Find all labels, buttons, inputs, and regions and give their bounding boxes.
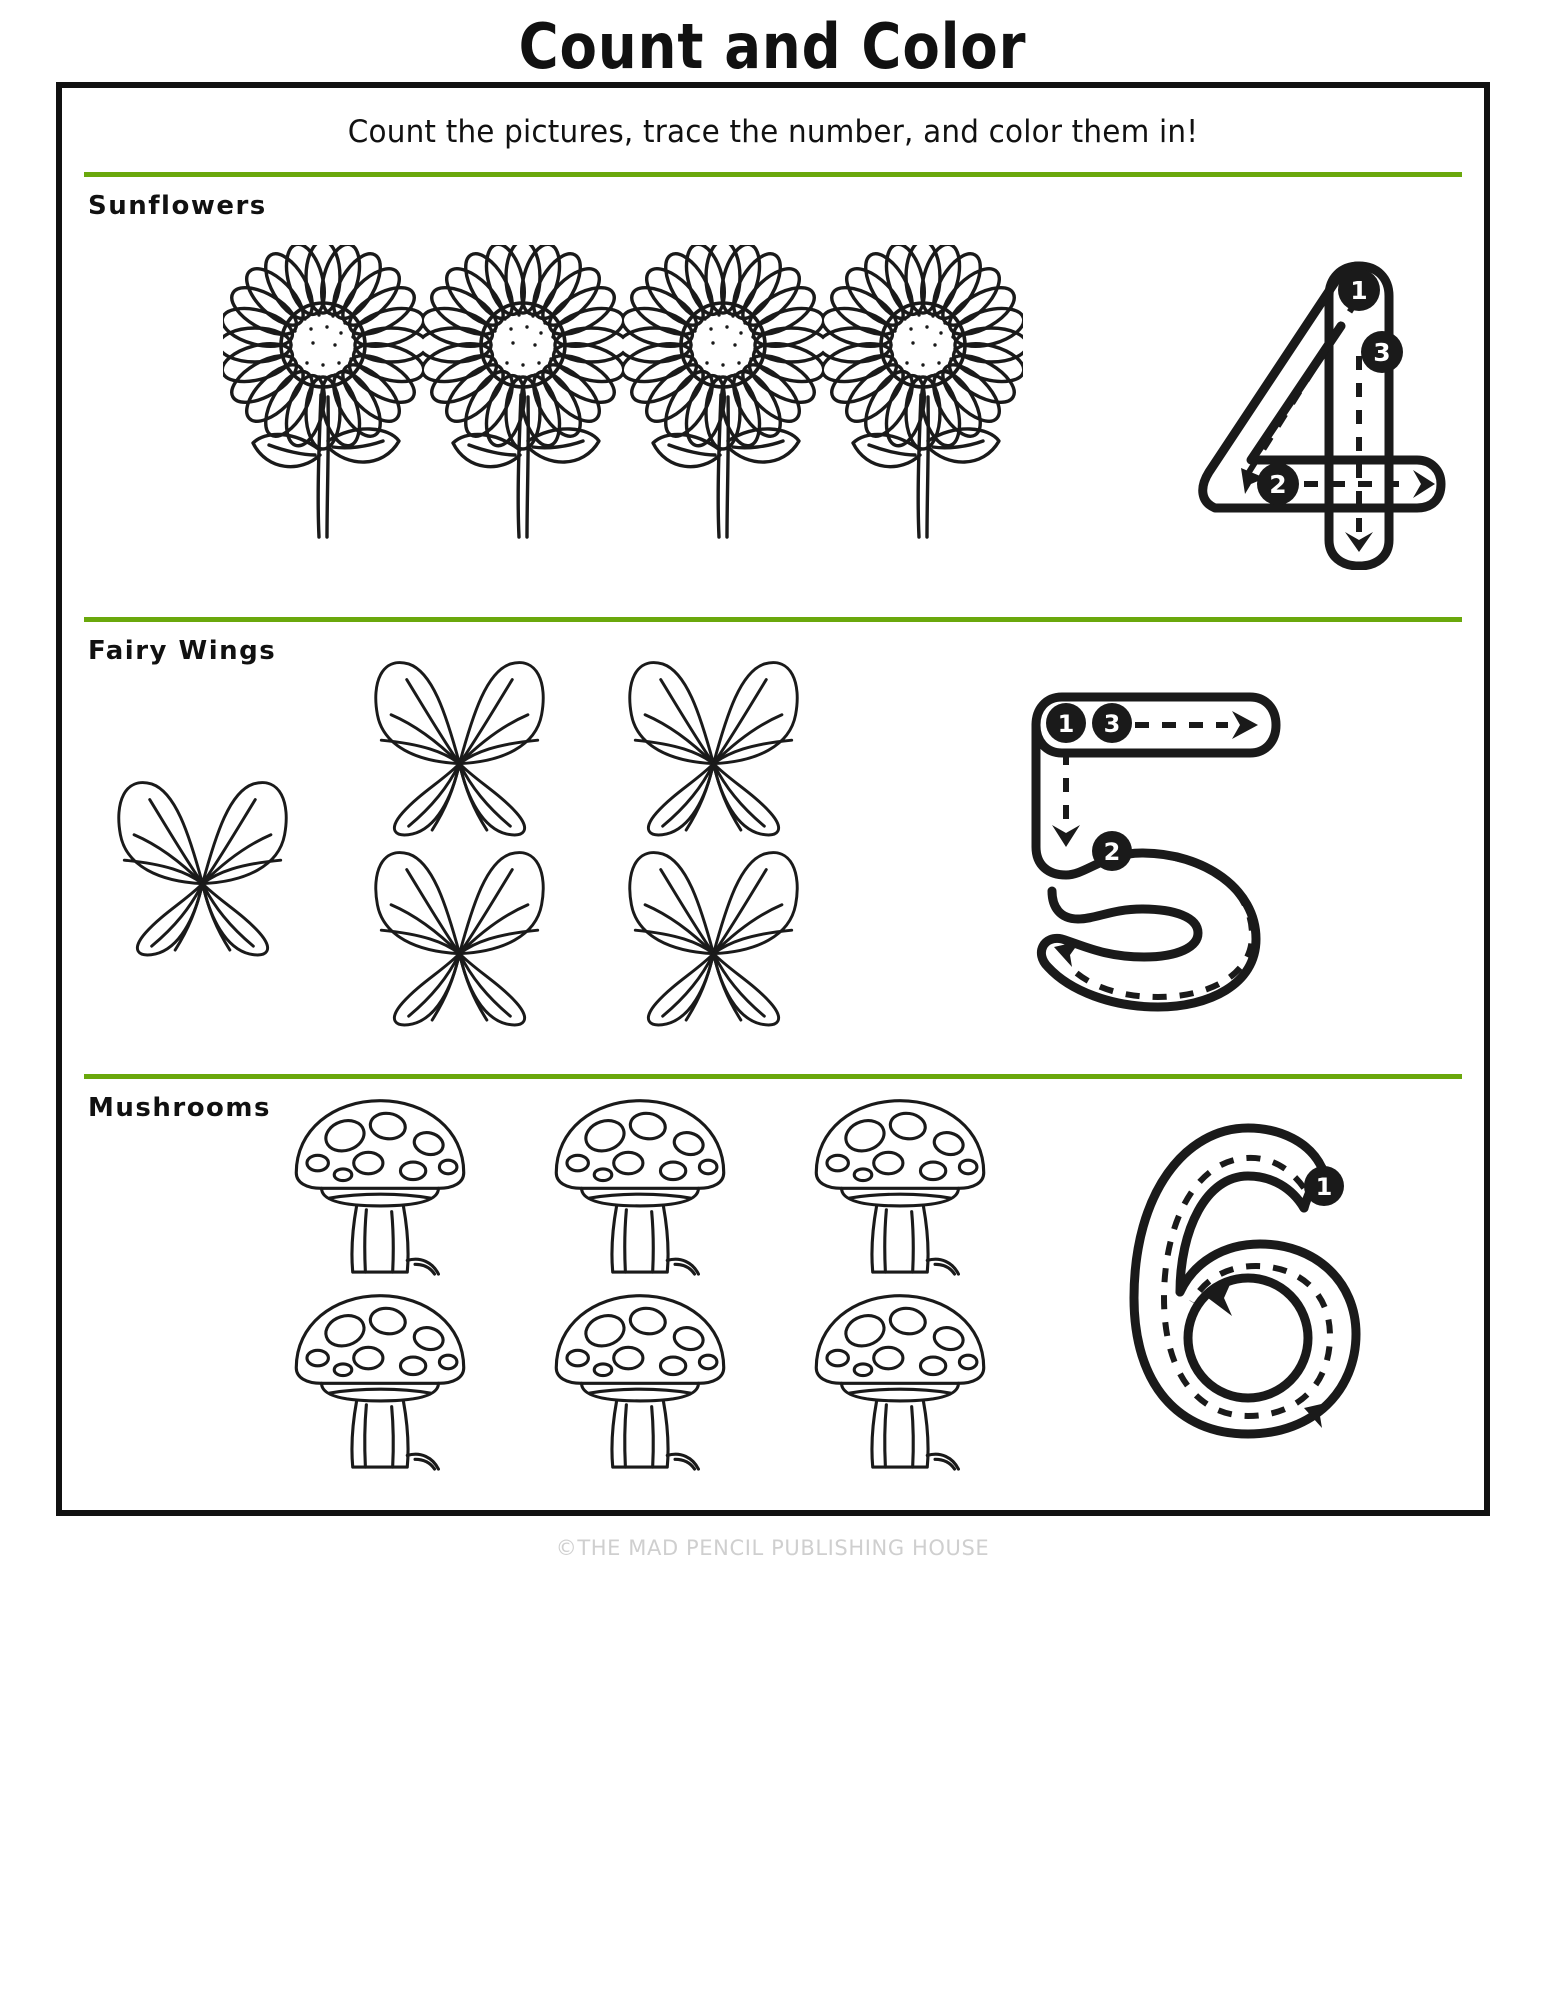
section-row-fairy-wings: 1 3 2 5	[62, 632, 1484, 1052]
section-row-mushrooms: 1 6	[62, 1081, 1484, 1481]
stroke-marker-3: 3	[1092, 703, 1132, 743]
butterfly-wings-icon	[374, 851, 546, 1027]
section-mushrooms: Mushrooms	[62, 1079, 1484, 1481]
butterfly-wings-icon	[374, 661, 546, 837]
sunflower-icon	[423, 245, 623, 539]
svg-text:2: 2	[1104, 838, 1121, 866]
butterfly-wings-icon	[628, 851, 799, 1027]
butterfly-wings-icon	[628, 661, 799, 837]
section-divider-3	[84, 1074, 1462, 1079]
mushroom-item-group	[250, 1091, 1030, 1471]
mushroom-icon	[294, 1099, 466, 1276]
section-label-mushrooms: Mushrooms	[88, 1093, 271, 1123]
mushroom-icon	[554, 1099, 726, 1276]
butterfly-item-group	[80, 652, 840, 1032]
svg-text:3: 3	[1104, 710, 1121, 738]
svg-text:1: 1	[1316, 1173, 1333, 1201]
section-divider-1	[84, 172, 1462, 177]
butterfly-wings-icon	[117, 781, 288, 957]
section-label-sunflowers: Sunflowers	[88, 191, 267, 221]
worksheet-instructions: Count the pictures, trace the number, an…	[347, 114, 1199, 150]
mushroom-icon	[814, 1294, 986, 1471]
stroke-marker-2: 2	[1257, 463, 1299, 505]
trace-number-4[interactable]: 1 2 3 4	[1166, 240, 1466, 570]
mushroom-icon	[554, 1294, 726, 1471]
svg-text:1: 1	[1058, 710, 1075, 738]
sunflower-icon	[823, 245, 1023, 539]
section-label-fairy-wings: Fairy Wings	[88, 636, 277, 666]
trace-number-5[interactable]: 1 3 2 5	[840, 667, 1466, 1017]
mushroom-icon	[294, 1294, 466, 1471]
page-title: Count and Color	[518, 10, 1027, 83]
stroke-marker-1: 1	[1046, 703, 1086, 743]
mushroom-icon	[814, 1099, 986, 1276]
stroke-marker-1: 1	[1338, 269, 1380, 311]
section-sunflowers: Sunflowers	[62, 177, 1484, 595]
worksheet-frame: Count the pictures, trace the number, an…	[56, 82, 1490, 1516]
trace-number-6[interactable]: 1 6	[1030, 1116, 1466, 1446]
stroke-marker-2: 2	[1092, 831, 1132, 871]
stroke-marker-1: 1	[1304, 1166, 1344, 1206]
sunflower-icon	[223, 245, 423, 539]
section-row-sunflowers: 1 2 3 4	[62, 215, 1484, 595]
footer-copyright: ©THE MAD PENCIL PUBLISHING HOUSE	[555, 1536, 990, 1560]
svg-text:2: 2	[1269, 470, 1286, 499]
svg-text:1: 1	[1350, 276, 1367, 305]
section-divider-2	[84, 617, 1462, 622]
svg-text:3: 3	[1373, 338, 1390, 367]
sunflower-icon	[623, 245, 823, 539]
section-fairy-wings: Fairy Wings	[62, 622, 1484, 1052]
sunflower-item-group	[80, 245, 1166, 565]
stroke-marker-3: 3	[1361, 331, 1403, 373]
